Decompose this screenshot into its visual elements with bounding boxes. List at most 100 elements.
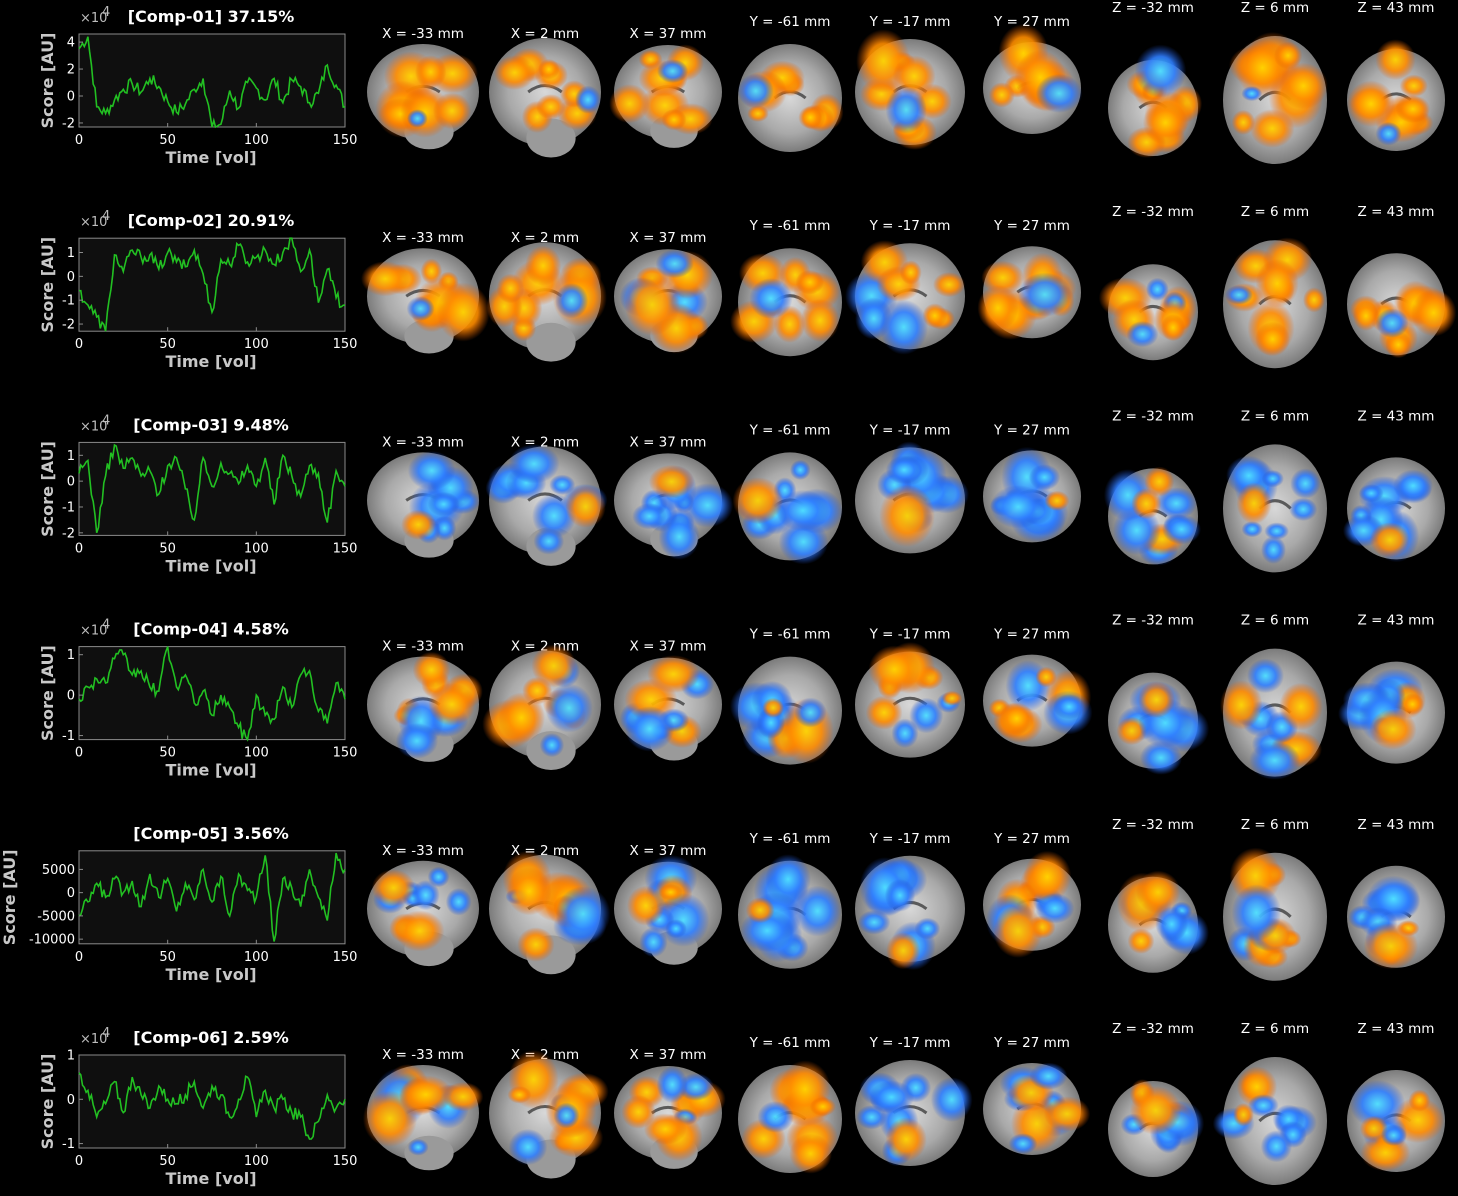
activation-blob (555, 283, 589, 319)
slice-label: X = 2 mm (511, 26, 579, 42)
brain-slice-7: Z = -32 mm (1108, 0, 1203, 158)
axis-multiplier: ×10 (80, 624, 107, 639)
slice-label: Z = 43 mm (1358, 817, 1435, 833)
activation-blob (658, 883, 683, 901)
x-tick-label: 0 (75, 337, 83, 352)
brain-slice-4: Y = -61 mm (732, 422, 843, 565)
x-tick-label: 100 (244, 950, 269, 965)
brain-slice-4: Y = -61 mm (738, 1035, 842, 1174)
activation-blob (1135, 870, 1181, 914)
activation-blob (737, 73, 774, 109)
x-tick-label: 50 (159, 1154, 176, 1169)
brain-slice-9: Z = 43 mm (1347, 817, 1445, 970)
x-tick-label: 100 (244, 337, 269, 352)
activation-blob (525, 245, 562, 286)
activation-blob (407, 109, 428, 128)
activation-blob (1131, 488, 1162, 520)
axis-multiplier-exponent: 4 (102, 618, 110, 633)
activation-blob (508, 444, 560, 484)
activation-blob (401, 509, 437, 540)
activation-blob (1347, 80, 1395, 128)
activation-blob (1023, 850, 1072, 903)
y-tick-label: 1 (67, 648, 75, 663)
x-tick-label: 50 (159, 950, 176, 965)
brain-slice-3: X = 37 mm (609, 26, 722, 148)
activation-blob (539, 733, 565, 758)
y-axis-label: Score [AU] (38, 645, 57, 741)
y-tick-label: 1 (67, 1049, 75, 1064)
activation-blob (999, 702, 1035, 735)
brain-slice-4: Y = -61 mm (730, 627, 842, 765)
slice-label: Y = -17 mm (869, 831, 951, 847)
activation-blob (749, 278, 793, 319)
brain-slice-8: Z = 6 mm (1223, 0, 1328, 164)
slice-label: Z = -32 mm (1112, 1021, 1194, 1037)
activation-blob (565, 485, 606, 528)
slice-label: Y = 27 mm (993, 422, 1070, 438)
activation-blob (1279, 62, 1328, 110)
activation-blob (427, 866, 450, 888)
x-tick-label: 100 (244, 746, 269, 761)
y-tick-label: -1 (62, 500, 75, 515)
activation-blob (899, 260, 922, 285)
y-tick-label: 0 (67, 475, 75, 490)
y-tick-label: 0 (67, 886, 75, 901)
slice-label: X = 37 mm (630, 639, 707, 655)
activation-blob (575, 85, 601, 114)
activation-blob (1224, 285, 1253, 305)
activation-blob (1260, 1130, 1293, 1163)
x-axis-label: Time [vol] (165, 1169, 256, 1188)
slice-label: Y = 27 mm (993, 218, 1070, 234)
y-tick-label: -1 (62, 294, 75, 309)
y-axis-label: Score [AU] (38, 1054, 57, 1150)
brain-slice-7: Z = -32 mm (1108, 613, 1210, 775)
activation-blob (657, 59, 689, 84)
y-tick-label: 5000 (42, 863, 75, 878)
component-title: [Comp-02] 20.91% (128, 211, 295, 230)
activation-blob (794, 885, 842, 937)
activation-blob (1126, 321, 1159, 348)
activation-blob (536, 94, 566, 120)
activation-blob (508, 1128, 548, 1166)
activation-blob (1035, 893, 1075, 924)
activation-blob (406, 296, 435, 321)
slice-label: Z = -32 mm (1112, 613, 1194, 629)
activation-blob (909, 697, 944, 734)
y-tick-label: -2 (62, 318, 75, 333)
activation-blob (407, 1138, 429, 1156)
activation-blob (407, 451, 456, 491)
activation-blob (553, 1102, 580, 1129)
activation-blob (661, 108, 687, 131)
brain-slice-9: Z = 43 mm (1347, 204, 1457, 359)
cerebellum (526, 322, 576, 362)
brain-slice-6: Y = 27 mm (983, 422, 1081, 543)
timeseries-line (78, 1072, 346, 1140)
slice-label: X = -33 mm (382, 1047, 464, 1063)
activation-blob (745, 897, 775, 924)
slice-label: Z = 43 mm (1358, 0, 1435, 16)
activation-blob (800, 298, 840, 342)
activation-blob (1408, 1089, 1431, 1112)
activation-blob (1161, 314, 1186, 342)
activation-blob (990, 485, 1047, 529)
brain-slice-1: X = -33 mm (367, 434, 480, 558)
y-axis-label: Score [AU] (38, 441, 57, 537)
activation-blob (412, 651, 451, 688)
axis-multiplier: ×10 (80, 215, 107, 230)
slice-label: X = -33 mm (382, 26, 464, 42)
activation-blob (757, 1101, 794, 1133)
x-tick-label: 0 (75, 950, 83, 965)
activation-blob (1255, 321, 1290, 357)
activation-blob (1248, 1094, 1279, 1117)
x-tick-label: 50 (159, 746, 176, 761)
y-tick-label: -10000 (29, 933, 75, 948)
activation-blob (427, 491, 460, 517)
brain-slice-2: X = 2 mm (486, 230, 607, 362)
activation-blob (1241, 86, 1263, 102)
x-tick-label: 0 (75, 541, 83, 556)
x-tick-label: 150 (333, 746, 358, 761)
activation-blob (1380, 1124, 1407, 1147)
x-tick-label: 100 (244, 1154, 269, 1169)
